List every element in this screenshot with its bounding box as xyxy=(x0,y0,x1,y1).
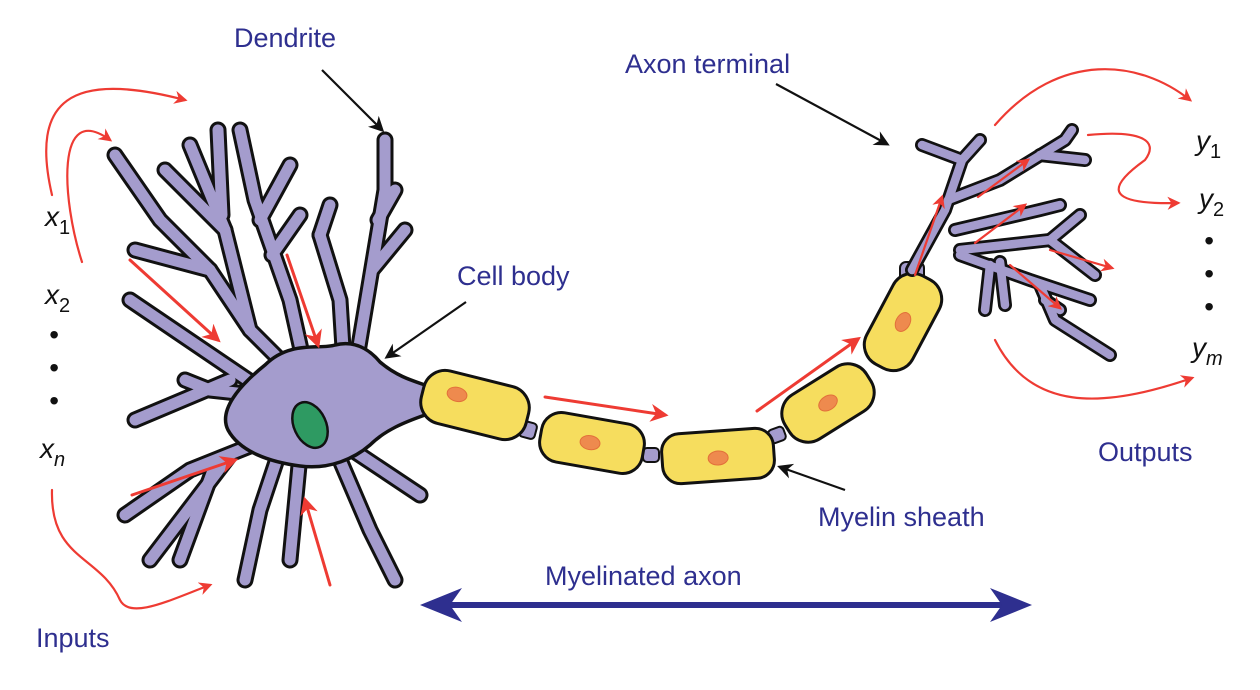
input-x1: x1 xyxy=(43,201,70,239)
myelinated-axon-span-arrow xyxy=(420,588,1032,622)
node-of-ranvier xyxy=(642,447,660,463)
input-arrow xyxy=(128,258,221,343)
output-ym: ym xyxy=(1190,332,1223,370)
propagation-arrow xyxy=(755,336,861,413)
myelin-sheath-pointer xyxy=(777,463,846,492)
input-arrow xyxy=(50,488,213,610)
input-arrow xyxy=(130,456,239,497)
label-cell-body: Cell body xyxy=(457,261,570,291)
input-arrow xyxy=(66,128,113,264)
label-myelinated-axon: Myelinated axon xyxy=(545,561,742,591)
label-axon-terminal: Axon terminal xyxy=(625,49,790,79)
ellipsis-dot: • xyxy=(1204,258,1214,289)
label-outputs: Outputs xyxy=(1098,437,1193,467)
propagation-arrow xyxy=(973,203,1028,245)
propagation-arrow xyxy=(1008,263,1063,310)
myelin-segment xyxy=(419,368,531,442)
label-inputs: Inputs xyxy=(36,623,110,653)
output-arrow xyxy=(993,338,1195,400)
ellipsis-dot: • xyxy=(49,352,59,383)
output-y1: y1 xyxy=(1194,125,1221,163)
label-myelin-sheath: Myelin sheath xyxy=(818,502,985,532)
propagation-arrow xyxy=(543,395,669,422)
nucleus xyxy=(291,400,329,450)
axon-terminal-pointer xyxy=(775,83,890,146)
myelin-segment xyxy=(538,411,646,475)
ellipsis-dot: • xyxy=(49,385,59,416)
input-arrow xyxy=(45,87,188,197)
myelinated-axon xyxy=(419,261,944,486)
ellipsis-dot: • xyxy=(49,319,59,350)
axon-terminal-branches xyxy=(905,123,1117,362)
myelin-segment xyxy=(660,426,776,486)
dendrite-fill xyxy=(109,124,426,586)
input-arrow xyxy=(285,253,322,349)
propagation-arrow xyxy=(913,194,945,277)
dendrites xyxy=(106,121,429,589)
label-dendrite: Dendrite xyxy=(234,23,336,53)
dendrite-pointer xyxy=(321,69,385,133)
output-arrow xyxy=(1086,132,1181,210)
cell-body xyxy=(223,342,427,469)
output-y2: y2 xyxy=(1197,183,1224,221)
propagation-arrow xyxy=(1048,248,1115,272)
arrowhead-right-icon xyxy=(990,588,1032,622)
myelin-segment xyxy=(862,271,944,373)
input-xn: xn xyxy=(38,433,65,471)
myelin-segment xyxy=(780,362,876,444)
ellipsis-dot: • xyxy=(1204,225,1214,256)
input-variables: x1 x2 • • • xn xyxy=(38,201,70,471)
input-arrow xyxy=(300,496,332,587)
signal-flow-arrows xyxy=(45,68,1195,610)
input-x2: x2 xyxy=(43,279,70,317)
label-pointers xyxy=(321,69,890,492)
output-arrow xyxy=(993,68,1193,127)
arrowhead-left-icon xyxy=(420,588,462,622)
ellipsis-dot: • xyxy=(1204,291,1214,322)
output-variables: y1 y2 • • • ym xyxy=(1190,125,1224,370)
propagation-arrow xyxy=(976,158,1031,199)
cell-body-pointer xyxy=(384,301,467,359)
